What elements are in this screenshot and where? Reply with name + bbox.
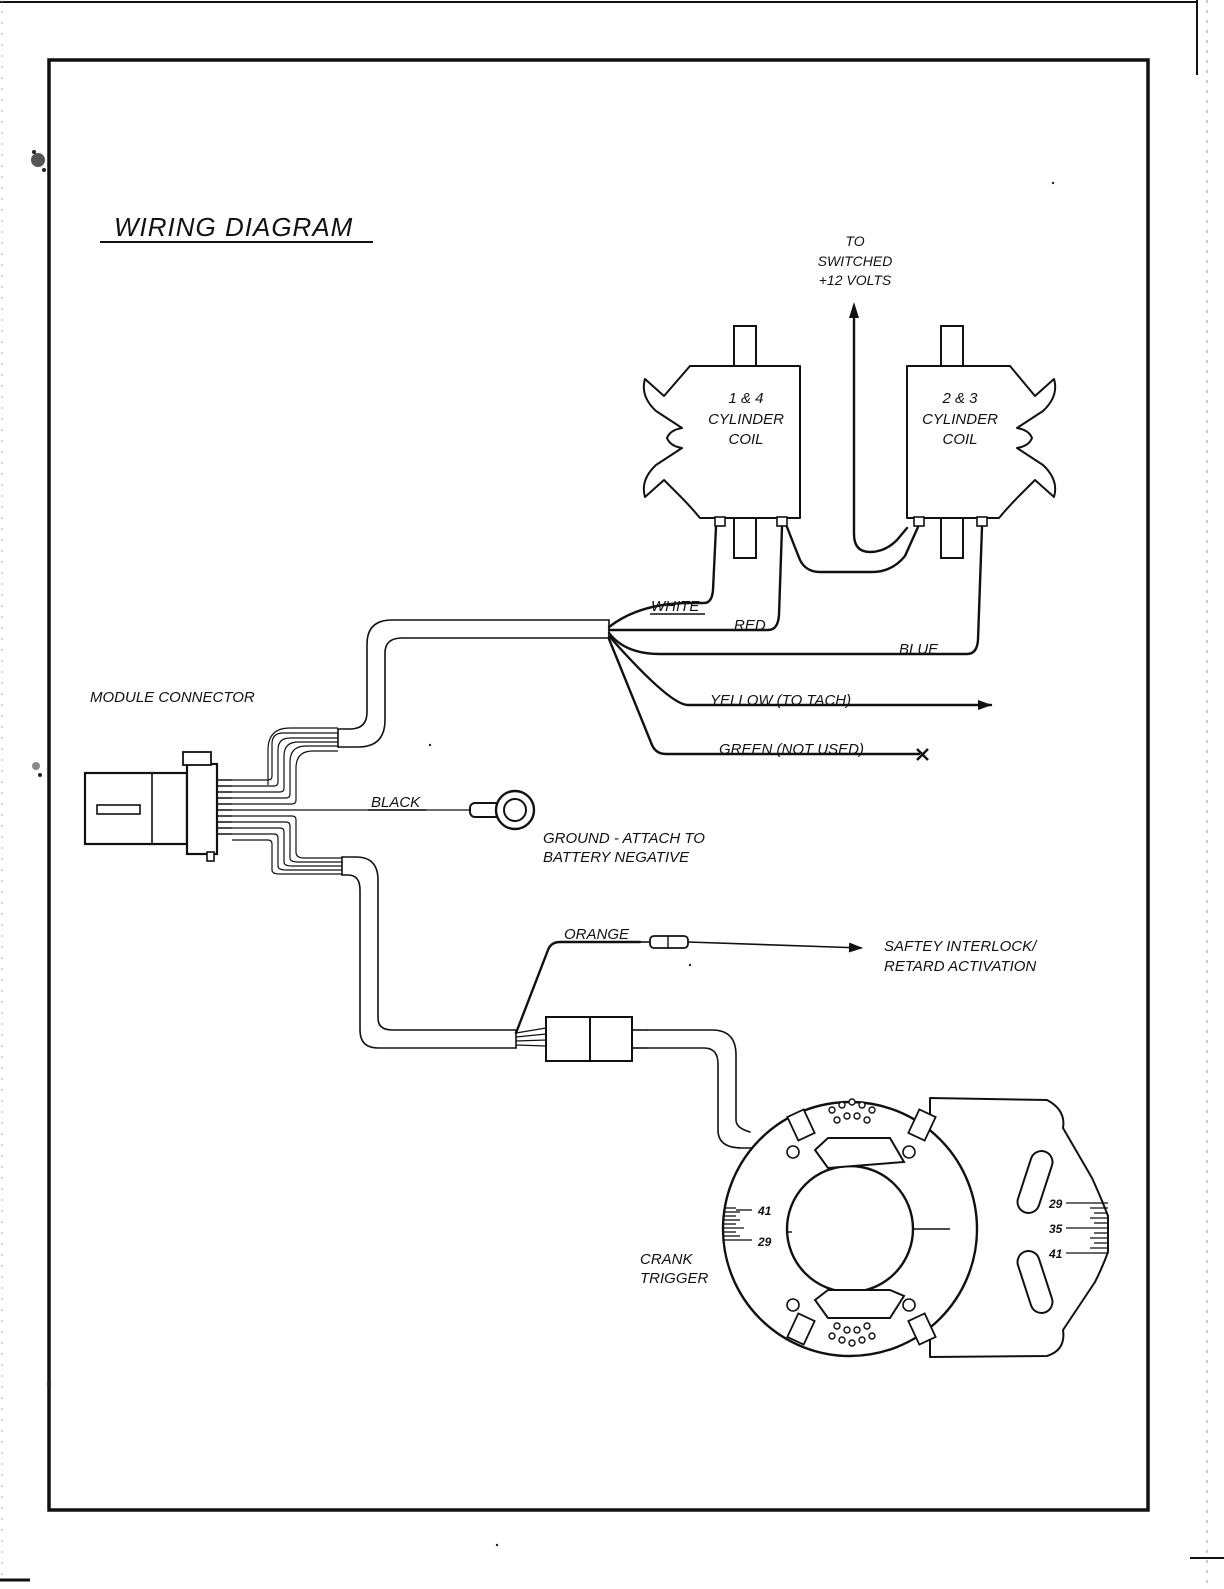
crank-trigger xyxy=(721,1097,1109,1358)
ground-label-line1: GROUND - ATTACH TO xyxy=(543,830,705,847)
orange-wire xyxy=(514,940,642,1035)
upper-harness-sheath xyxy=(337,619,610,730)
scale-right-top: 29 xyxy=(1048,1197,1063,1211)
coil-1-4-label-line3: COIL xyxy=(728,431,763,448)
connector-upper-wires xyxy=(232,727,338,805)
coil-1-4-label-line2: CYLINDER xyxy=(708,411,784,428)
scale-right-mid: 35 xyxy=(1049,1222,1063,1236)
scale-right-bottom: 41 xyxy=(1048,1247,1063,1261)
crank-trigger-label-line1: CRANK xyxy=(640,1251,694,1268)
scale-left-bottom: 29 xyxy=(757,1235,772,1249)
blue-wire-label: BLUE xyxy=(899,641,939,658)
ring-terminal-icon xyxy=(469,789,536,831)
green-wire-label: GREEN (NOT USED) xyxy=(719,741,864,758)
trigger-connector xyxy=(545,1016,648,1062)
coil-1-4-label-line1: 1 & 4 xyxy=(728,390,763,407)
coil-2-3: 2 & 3 CYLINDER COIL xyxy=(906,325,1057,559)
black-wire-label: BLACK xyxy=(371,794,421,811)
power-label-line2: SWITCHED xyxy=(818,253,893,269)
white-wire-label: WHITE xyxy=(651,598,700,615)
coil-1-4: 1 & 4 CYLINDER COIL xyxy=(642,325,801,559)
scan-artifacts xyxy=(31,150,1055,1547)
trigger-lead-sheath xyxy=(647,1029,751,1133)
coil-bridge-wire xyxy=(785,525,920,574)
not-used-x-icon xyxy=(916,748,929,761)
blue-wire xyxy=(607,525,984,656)
red-wire xyxy=(607,525,784,632)
yellow-wire xyxy=(607,634,993,710)
inline-splice-icon xyxy=(649,935,689,949)
ground-label-line2: BATTERY NEGATIVE xyxy=(543,849,690,866)
power-feed-wire xyxy=(852,310,909,554)
white-wire xyxy=(607,525,718,629)
coil-2-3-label-line1: 2 & 3 xyxy=(941,390,978,407)
orange-wire-label: ORANGE xyxy=(564,926,630,943)
green-wire xyxy=(607,637,921,756)
connector-lower-wires xyxy=(232,815,342,875)
power-label-line3: +12 VOLTS xyxy=(819,272,892,288)
module-connector xyxy=(83,751,232,862)
lower-harness-sheath xyxy=(341,856,517,1031)
module-connector-label: MODULE CONNECTOR xyxy=(90,689,255,706)
coil-2-3-label-line3: COIL xyxy=(942,431,977,448)
diagram-title: WIRING DIAGRAM xyxy=(114,212,353,242)
interlock-wire xyxy=(687,941,863,953)
red-wire-label: RED xyxy=(734,617,766,634)
interlock-label-line2: RETARD ACTIVATION xyxy=(884,958,1036,975)
crank-trigger-label-line2: TRIGGER xyxy=(640,1270,709,1287)
scale-left-top: 41 xyxy=(757,1204,772,1218)
arrow-icon xyxy=(849,302,859,318)
yellow-wire-label: YELLOW (TO TACH) xyxy=(710,692,851,709)
interlock-label-line1: SAFTEY INTERLOCK/ xyxy=(884,938,1038,955)
coil-2-3-label-line2: CYLINDER xyxy=(922,411,998,428)
switched-12v-label: TO SWITCHED +12 VOLTS xyxy=(818,233,893,288)
power-label-line1: TO xyxy=(845,233,864,249)
